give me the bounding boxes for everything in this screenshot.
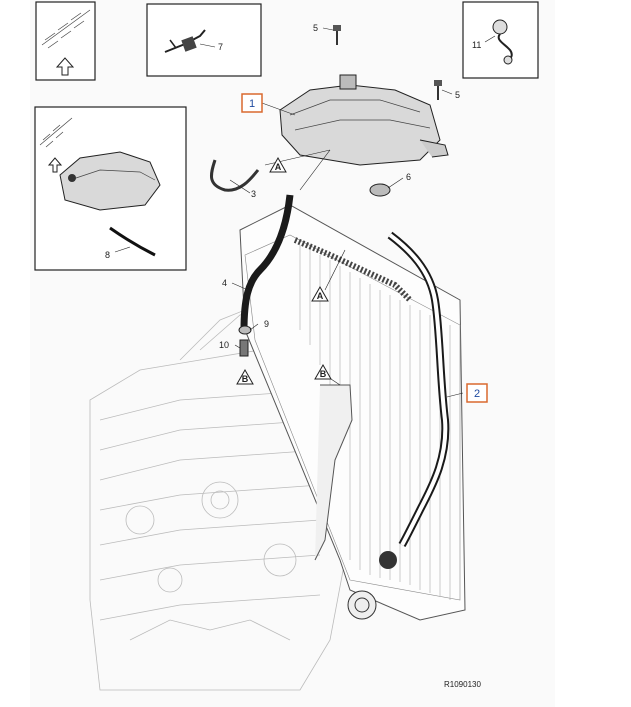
svg-text:1: 1 [249,98,255,110]
label-11: 11 [472,40,481,50]
marker-a-lower: A [311,285,329,302]
marker-b-right: B [314,363,332,380]
label-5-right: 5 [455,90,460,100]
label-8: 8 [105,250,110,260]
pipe-3 [209,159,260,192]
radiator [239,204,466,621]
bolt-5-right [434,80,442,100]
engine-block [89,299,351,691]
svg-text:A: A [275,162,282,172]
cap-lower [379,551,397,569]
housing-lower [347,590,377,620]
label-10: 10 [219,340,229,350]
hose-8 [109,226,156,257]
arrow-up-icon [47,157,63,173]
label-9: 9 [264,319,269,329]
sensor-10 [239,339,249,357]
inset-parts-sheet[interactable] [35,1,96,81]
label-7: 7 [218,42,223,52]
expansion-tank [279,74,449,166]
thermostat-pipe [314,384,353,561]
label-4: 4 [222,278,227,288]
expansion-tank-icon [59,151,161,211]
callout-part-1[interactable]: 1 [241,93,263,113]
svg-text:B: B [320,369,327,379]
parts-sheet-icon [41,9,91,49]
label-6: 6 [406,172,411,182]
label-3: 3 [251,189,256,199]
clamp-icon [492,19,513,65]
svg-text:A: A [317,291,324,301]
marker-b-left: B [236,368,254,385]
clamp-9 [238,325,252,335]
reference-id: R1090130 [444,680,481,689]
svg-text:B: B [242,374,249,384]
inset-cable-tie[interactable]: 7 [146,3,262,77]
inset-clamp[interactable]: 11 [462,1,539,79]
radiator-top-seal [293,237,413,303]
arrow-up-icon [55,57,75,76]
label-5-top: 5 [313,23,318,33]
cable-tie-icon [164,29,206,53]
clamp-6 [369,183,391,197]
hose-4 [240,194,294,331]
marker-a-upper: A [269,156,287,173]
svg-text:2: 2 [474,388,480,400]
bolt-5-top [333,25,341,45]
callout-part-2[interactable]: 2 [466,383,488,403]
parts-sheet-icon [39,117,73,148]
inset-tank-hose[interactable]: 8 [34,106,187,271]
